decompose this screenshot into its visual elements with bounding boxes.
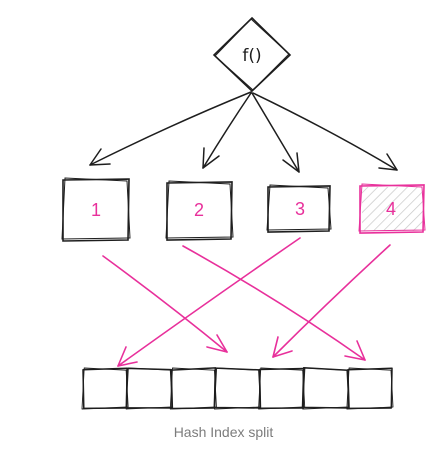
arrow-bucket-1-to-slot	[102, 255, 228, 353]
arrow-bucket-2-to-slot	[182, 245, 366, 361]
hash-table-row	[81, 367, 394, 410]
table-slot-7	[346, 367, 394, 410]
arrow-bucket-4-to-slot	[272, 244, 391, 358]
table-slot-4	[213, 367, 262, 410]
bucket-3-label: 3	[295, 199, 305, 219]
hash-function-label: f()	[242, 46, 261, 66]
bucket-2-label: 2	[194, 200, 204, 220]
split-arrows	[102, 237, 391, 367]
table-slot-5	[258, 367, 306, 410]
table-slot-3	[169, 367, 217, 410]
arrow-to-bucket-4	[252, 92, 398, 171]
arrow-bucket-3-to-slot	[117, 237, 301, 367]
hash-function-node: f()	[212, 16, 292, 93]
arrow-to-bucket-3	[251, 92, 300, 173]
diagram-caption: Hash Index split	[173, 424, 274, 440]
bucket-1-label: 1	[91, 200, 101, 220]
arrow-to-bucket-1	[89, 91, 252, 166]
bucket-2: 2	[165, 180, 234, 241]
table-slot-2	[125, 367, 173, 410]
table-slot-6	[301, 367, 350, 410]
bucket-1: 1	[61, 177, 131, 242]
function-to-bucket-arrows	[89, 91, 398, 173]
bucket-4: 4	[358, 183, 426, 234]
bucket-4-label: 4	[386, 199, 396, 219]
table-slot-1	[81, 367, 129, 410]
bucket-3: 3	[266, 184, 332, 233]
arrow-to-bucket-2	[202, 92, 252, 169]
